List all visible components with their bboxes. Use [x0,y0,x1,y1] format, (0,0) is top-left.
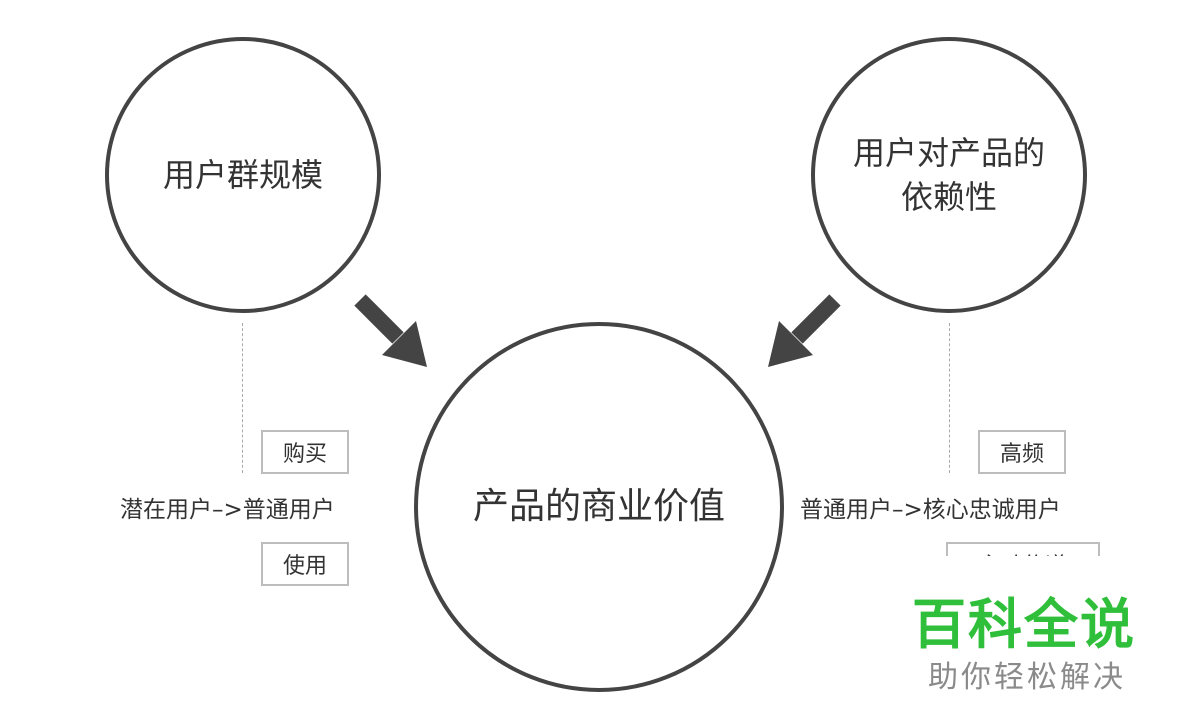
watermark-logo-title: 百科全说 [912,593,1136,656]
high-frequency-tag: 高频 [978,430,1066,474]
left-arrow-icon [354,294,427,367]
watermark-logo-subtitle: 助你轻松解决 [928,660,1126,695]
purchase-tag: 购买 [261,430,349,474]
usage-tag: 使用 [261,542,349,586]
right-user-flow-text: 普通用户–>核心忠诚用户 [800,497,1061,523]
user-base-size-label: 用户群规模 [162,156,323,194]
left-dashed-connector [242,323,243,473]
watermark-backdrop [900,556,1200,727]
right-arrow-icon [768,294,841,367]
user-dependency-circle: 用户对产品的 依赖性 [811,37,1087,313]
user-dependency-label: 用户对产品的 依赖性 [852,134,1045,216]
left-user-flow-text: 潜在用户–>普通用户 [120,497,335,523]
business-value-circle: 产品的商业价值 [414,322,784,692]
user-base-size-circle: 用户群规模 [105,37,381,313]
right-dashed-connector [949,323,950,473]
business-value-label: 产品的商业价值 [472,486,725,527]
